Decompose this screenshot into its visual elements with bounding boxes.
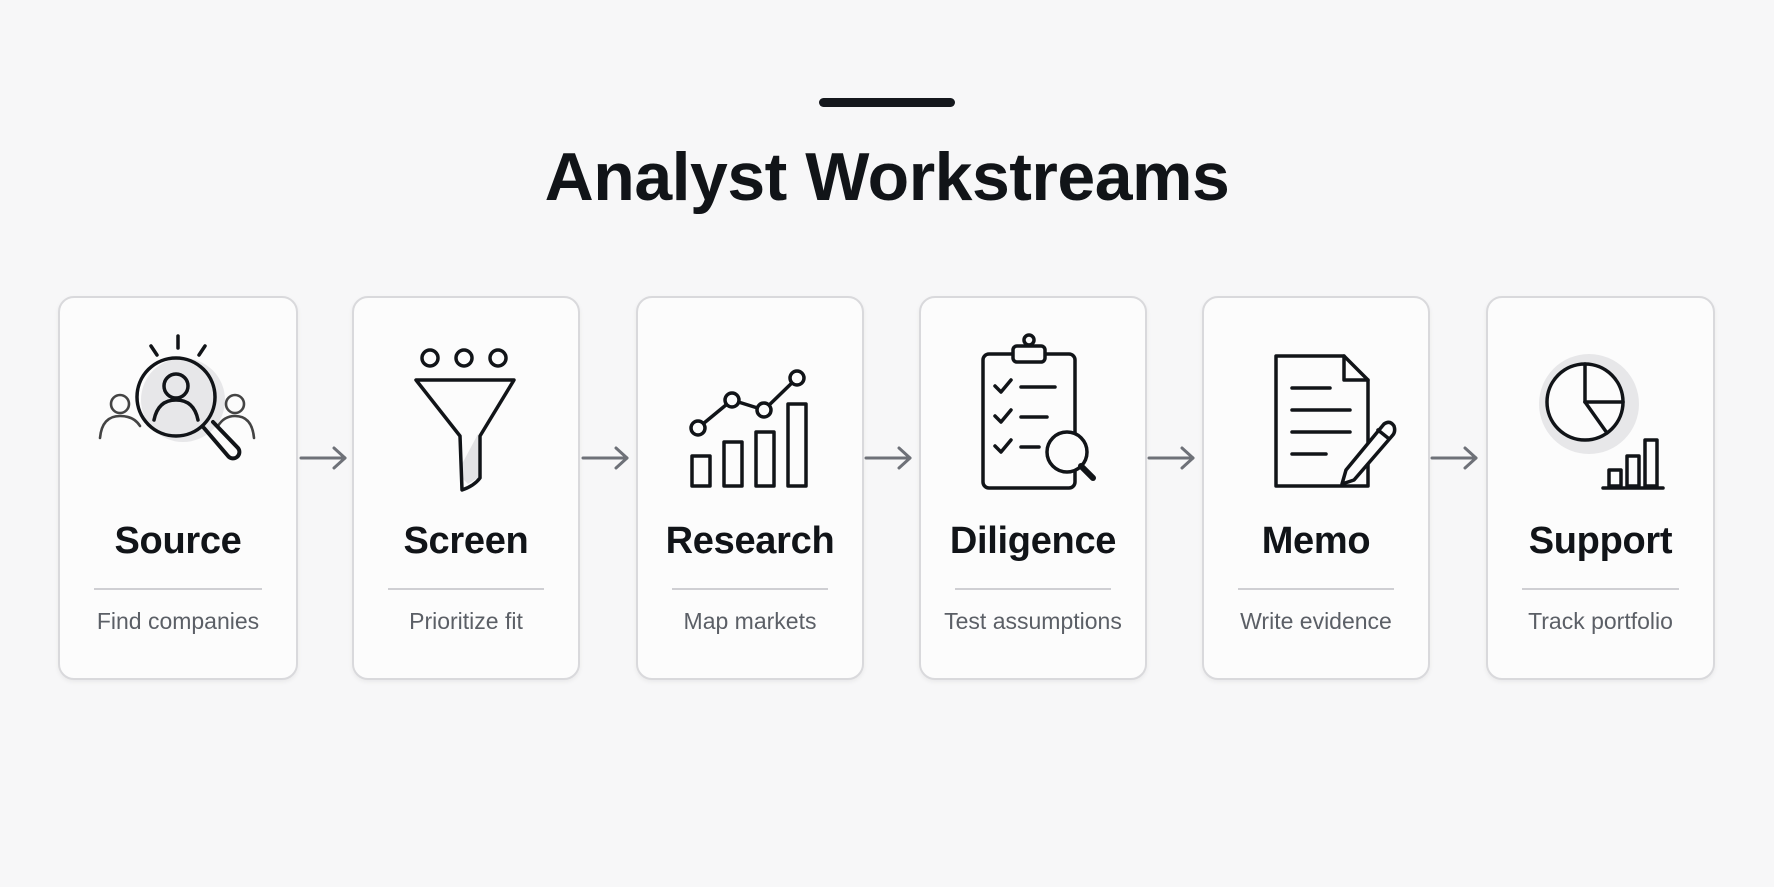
arrow-right-icon bbox=[864, 444, 914, 472]
clipboard-checklist-search-icon bbox=[943, 328, 1123, 508]
arrow-right-icon bbox=[299, 444, 349, 472]
step-card-source: Source Find companies bbox=[58, 296, 298, 680]
step-description: Find companies bbox=[96, 608, 260, 634]
step-divider bbox=[672, 588, 828, 590]
step-label: Memo bbox=[1261, 520, 1371, 562]
arrow-right-icon bbox=[581, 444, 631, 472]
step-description: Track portfolio bbox=[1528, 608, 1673, 634]
step-divider bbox=[1238, 588, 1394, 590]
step-label: Support bbox=[1528, 520, 1673, 562]
arrow-right-icon bbox=[1147, 444, 1197, 472]
step-card-support: Support Track portfolio bbox=[1486, 296, 1715, 680]
step-label: Source bbox=[114, 520, 242, 562]
step-description: Prioritize fit bbox=[409, 608, 523, 634]
step-card-research: Research Map markets bbox=[636, 296, 864, 680]
step-card-screen: Screen Prioritize fit bbox=[352, 296, 580, 680]
step-label: Diligence bbox=[949, 520, 1117, 562]
step-card-diligence: Diligence Test assumptions bbox=[919, 296, 1147, 680]
title-accent-bar bbox=[819, 98, 955, 107]
page-title: Analyst Workstreams bbox=[544, 139, 1230, 215]
pie-chart-bars-icon bbox=[1511, 328, 1691, 508]
step-card-memo: Memo Write evidence bbox=[1202, 296, 1430, 680]
funnel-icon bbox=[376, 328, 556, 508]
step-description: Map markets bbox=[683, 608, 817, 634]
step-divider bbox=[388, 588, 544, 590]
step-description: Write evidence bbox=[1240, 608, 1392, 634]
step-divider bbox=[1522, 588, 1679, 590]
step-divider bbox=[94, 588, 262, 590]
step-divider bbox=[955, 588, 1111, 590]
step-label: Research bbox=[665, 520, 835, 562]
step-description: Test assumptions bbox=[944, 608, 1122, 634]
document-pencil-icon bbox=[1226, 328, 1406, 508]
people-search-icon bbox=[88, 328, 268, 508]
arrow-right-icon bbox=[1430, 444, 1480, 472]
bar-chart-trend-icon bbox=[660, 328, 840, 508]
step-label: Screen bbox=[403, 520, 529, 562]
